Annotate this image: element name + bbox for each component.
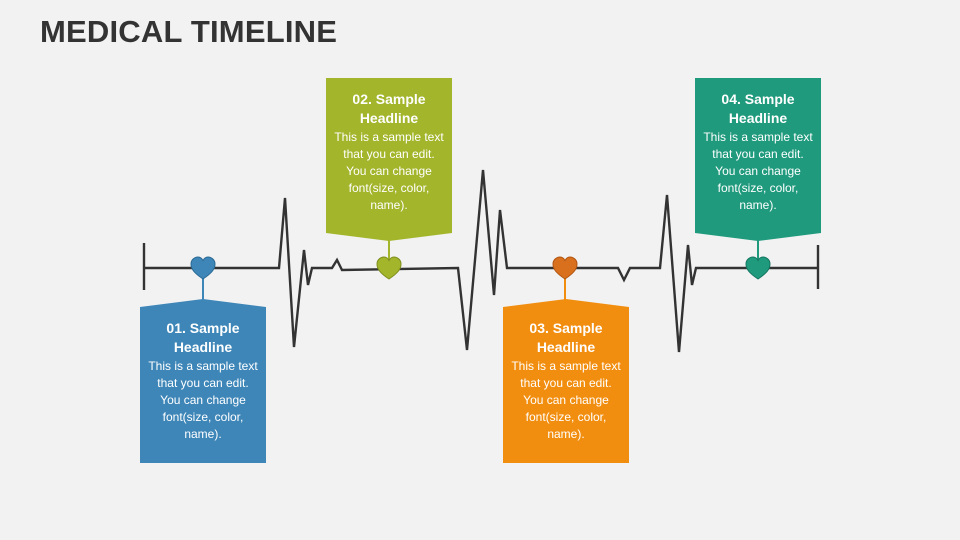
card-headline: 04. Sample Headline	[721, 91, 795, 126]
timeline-card-03: 03. Sample Headline This is a sample tex…	[503, 299, 629, 463]
heart-icon	[745, 256, 771, 280]
card-pointer	[140, 299, 266, 307]
card-pointer	[326, 233, 452, 241]
card-headline: 03. Sample Headline	[529, 320, 603, 355]
card-text: This is a sample text that you can edit.…	[703, 130, 813, 212]
timeline-card-01: 01. Sample Headline This is a sample tex…	[140, 299, 266, 463]
timeline-card-04: 04. Sample Headline This is a sample tex…	[695, 78, 821, 241]
card-text: This is a sample text that you can edit.…	[511, 359, 621, 441]
card-pointer	[695, 233, 821, 241]
card-headline: 01. Sample Headline	[166, 320, 240, 355]
card-pointer	[503, 299, 629, 307]
timeline-card-02: 02. Sample Headline This is a sample tex…	[326, 78, 452, 241]
page-title: MEDICAL TIMELINE	[40, 14, 338, 49]
heart-icon	[376, 256, 402, 280]
heart-icon	[190, 256, 216, 280]
card-text: This is a sample text that you can edit.…	[334, 130, 444, 212]
ecg-heartbeat-line	[144, 169, 818, 353]
card-text: This is a sample text that you can edit.…	[148, 359, 258, 441]
card-headline: 02. Sample Headline	[352, 91, 426, 126]
heart-icon	[552, 256, 578, 280]
